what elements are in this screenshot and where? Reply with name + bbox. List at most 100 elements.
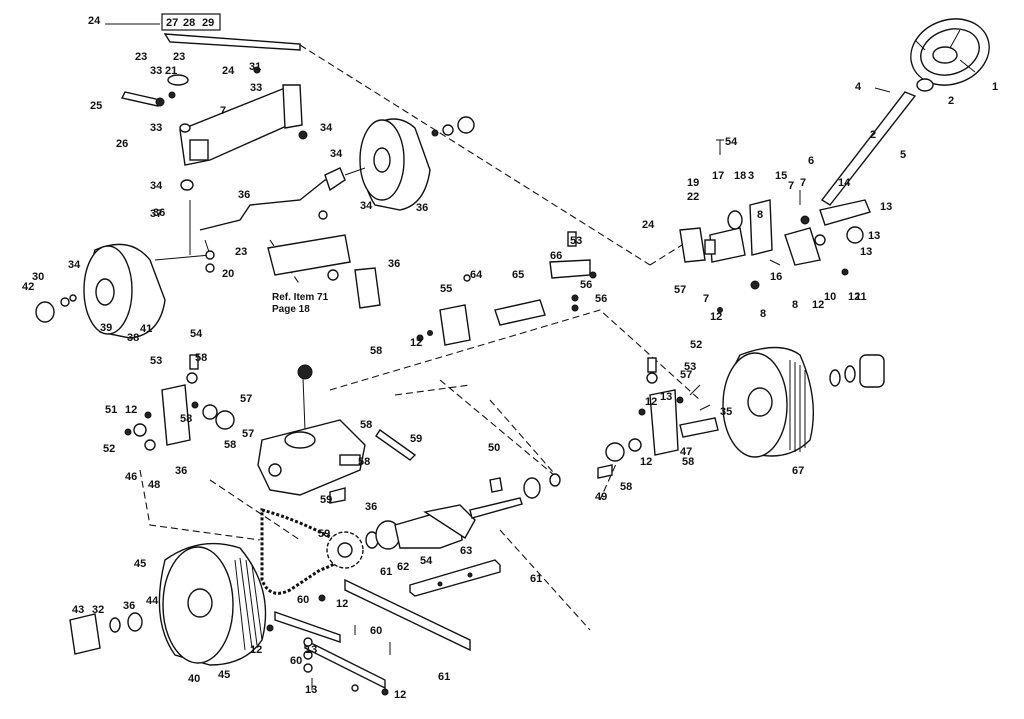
part-number-label: 36: [123, 600, 135, 612]
part-number-label: 71: [0, 0, 12, 3]
part-number-label: 78: [0, 0, 12, 3]
callout-28: 28: [183, 17, 195, 29]
part-number-label: 36: [175, 465, 187, 477]
part-number-label: 12: [336, 598, 348, 610]
part-number-label: 5: [900, 149, 906, 161]
part-number-label: 43: [72, 604, 84, 616]
part-number-label: 17: [712, 170, 724, 182]
part-number-label: 63: [460, 545, 472, 557]
part-number-label: 55: [440, 283, 452, 295]
part-number-label: 13: [868, 230, 880, 242]
front-axle-assembly: [120, 33, 475, 309]
part-number-label: 36: [416, 202, 428, 214]
part-number-label: 52: [690, 339, 702, 351]
part-number-label: 34: [150, 180, 163, 192]
part-number-label: 58: [682, 456, 694, 468]
part-number-label: 58: [195, 352, 207, 364]
part-number-label: 4: [855, 81, 862, 93]
part-number-label: 7: [788, 180, 794, 192]
steering-shaft: [820, 78, 934, 206]
part-number-label: 58: [370, 345, 382, 357]
right-rear-axle-bracket: [597, 357, 719, 479]
part-number-label: 12: [250, 644, 262, 656]
part-number-label: 1: [992, 81, 998, 93]
part-number-label: 8: [760, 308, 766, 320]
part-number-label: 73: [0, 0, 12, 3]
part-number-label: 21: [165, 65, 177, 77]
part-number-label: 38: [127, 332, 139, 344]
part-number-label: 33: [150, 65, 162, 77]
front-right-wheel: [344, 118, 431, 211]
part-number-label: 33: [150, 122, 162, 134]
part-number-label: 36: [365, 501, 377, 513]
part-number-label: 24: [222, 65, 235, 77]
part-number-label: 37: [150, 208, 162, 220]
part-number-label: 14: [838, 177, 851, 189]
part-number-label: 23: [235, 246, 247, 258]
part-number-label: 34: [360, 200, 373, 212]
part-number-label: 30: [32, 271, 44, 283]
part-number-label: 20: [222, 268, 234, 280]
part-number-label: 46: [125, 471, 137, 483]
part-number-label: 61: [530, 573, 542, 585]
part-number-label: 52: [103, 443, 115, 455]
part-number-label: 12: [645, 396, 657, 408]
part-number-label: 59: [320, 494, 332, 506]
part-number-label: 50: [488, 442, 500, 454]
sprocket: [326, 531, 364, 569]
part-number-label: 33: [250, 82, 262, 94]
part-number-label: 23: [173, 51, 185, 63]
part-number-label: 59: [410, 433, 422, 445]
part-number-label: 54: [190, 328, 203, 340]
part-number-label: 75: [0, 0, 12, 3]
part-number-label: 67: [792, 465, 804, 477]
part-number-label: 49: [595, 491, 607, 503]
part-number-label: 34: [68, 259, 81, 271]
part-number-label: 58: [358, 456, 370, 468]
part-number-label: 44: [146, 595, 159, 607]
left-rear-axle-bracket: [124, 354, 235, 451]
part-number-label: 62: [397, 561, 409, 573]
center-brackets: [416, 231, 597, 346]
part-number-label: 41: [140, 323, 152, 335]
part-number-label: 8: [757, 209, 763, 221]
part-number-label: 8: [792, 299, 798, 311]
assembly-leader-lines: [105, 23, 701, 631]
part-number-label: 58: [620, 481, 632, 493]
part-number-label: 32: [92, 604, 104, 616]
part-number-label: 48: [148, 479, 160, 491]
part-number-label: 13: [305, 684, 317, 696]
part-number-label: 2: [870, 129, 876, 141]
part-number-label: 12: [394, 689, 406, 701]
part-number-label: 57: [680, 369, 692, 381]
part-number-label: 36: [238, 189, 250, 201]
part-number-label: 56: [595, 293, 607, 305]
part-number-label: 22: [687, 191, 699, 203]
part-number-label: 7: [800, 177, 806, 189]
part-number-label: 64: [470, 269, 483, 281]
part-number-label: 7: [703, 293, 709, 305]
part-number-label: 58: [360, 419, 372, 431]
part-number-label: 13: [880, 201, 892, 213]
differential: [365, 473, 561, 550]
part-number-label: 60: [297, 594, 309, 606]
part-number-label: 39: [100, 322, 112, 334]
part-number-label: 51: [105, 404, 117, 416]
left-rear-wheel: [69, 542, 267, 666]
part-number-label: 54: [725, 136, 738, 148]
part-number-label: 36: [388, 258, 400, 270]
reference-note-line-1: Ref. Item 71: [272, 292, 329, 303]
part-number-label: 6: [808, 155, 814, 167]
part-number-label: 70: [0, 0, 12, 3]
part-number-label: 65: [512, 269, 524, 281]
part-number-label: 68: [0, 0, 12, 3]
callout-box: 27 28 29: [161, 13, 221, 31]
part-number-label: 13: [305, 644, 317, 656]
part-number-label: 24: [642, 219, 655, 231]
part-number-label: 13: [660, 391, 672, 403]
callout-27: 27: [166, 17, 178, 29]
transmission: [257, 364, 417, 504]
part-number-label: 42: [22, 281, 34, 293]
